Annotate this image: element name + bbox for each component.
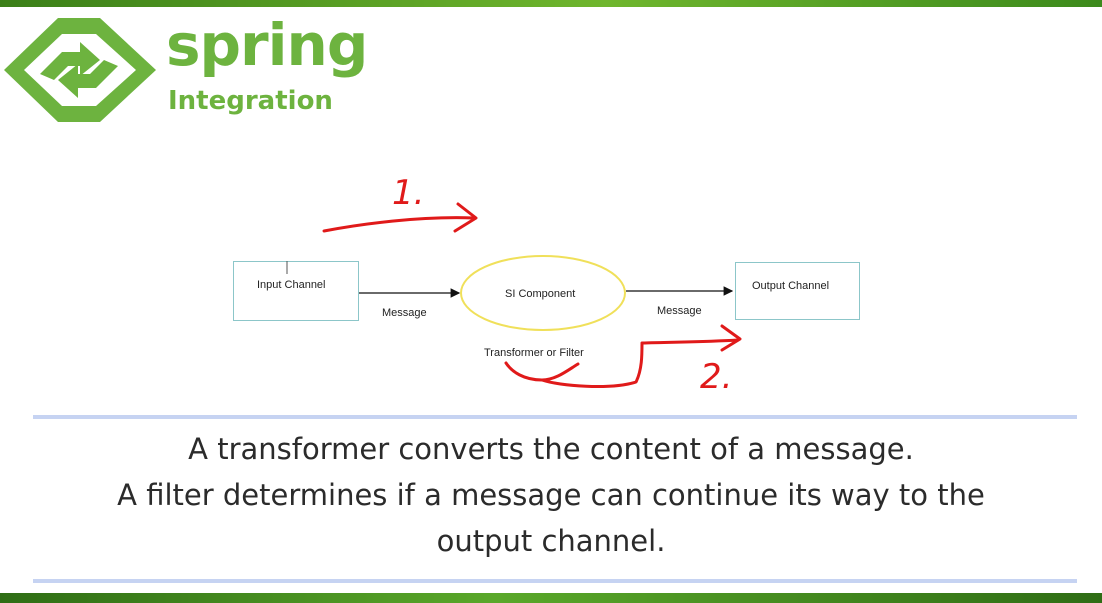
component-caption: Transformer or Filter bbox=[484, 347, 584, 359]
bottom-accent-bar bbox=[0, 593, 1102, 603]
explanation-text: A transformer converts the content of a … bbox=[0, 426, 1102, 564]
message-right-label: Message bbox=[657, 305, 702, 317]
logo-wordmark: spring bbox=[166, 11, 368, 79]
top-accent-bar bbox=[0, 0, 1102, 7]
logo-subtitle: Integration bbox=[168, 86, 333, 116]
message-left-label: Message bbox=[382, 307, 427, 319]
annotation-arrow-one-head bbox=[453, 202, 478, 233]
annotation-arrow-two-head bbox=[720, 324, 742, 352]
annotation-number-two: 2. bbox=[700, 357, 733, 397]
explanation-line-2: A filter determines if a message can con… bbox=[117, 478, 985, 512]
input-channel-label: Input Channel bbox=[257, 279, 326, 291]
output-channel-label: Output Channel bbox=[752, 280, 830, 292]
si-component-label: SI Component bbox=[505, 288, 576, 300]
annotation-number-one: 1. bbox=[392, 173, 425, 213]
explanation-line-1: A transformer converts the content of a … bbox=[188, 432, 914, 466]
input-channel-box bbox=[233, 261, 359, 321]
explanation-line-3: output channel. bbox=[436, 524, 666, 558]
divider-bottom bbox=[33, 579, 1077, 583]
divider-top bbox=[33, 415, 1077, 419]
output-channel-box bbox=[735, 262, 860, 320]
spring-logo-icon bbox=[4, 18, 156, 122]
annotation-arrow-one bbox=[322, 216, 476, 233]
